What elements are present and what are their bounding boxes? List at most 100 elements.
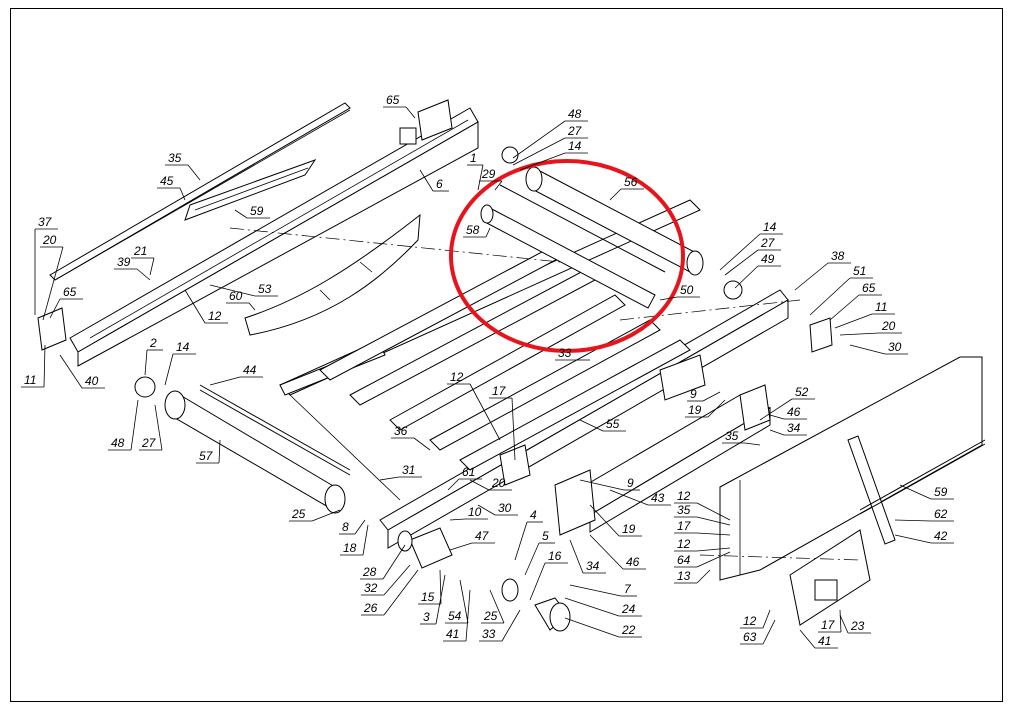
part-number-label: 11	[875, 300, 887, 314]
part-label: 20	[839, 319, 902, 336]
leader-line	[719, 233, 761, 271]
part-label: 12	[184, 289, 228, 324]
leader-line	[524, 542, 540, 576]
part-number-label: 39	[117, 255, 131, 269]
leader-line	[59, 354, 83, 389]
end-plate-right	[809, 317, 833, 353]
part-number-label: 16	[548, 549, 562, 563]
part-label: 12	[740, 609, 771, 629]
part-number-label: 44	[243, 363, 257, 377]
part-number-label: 25	[291, 507, 306, 521]
part-number-label: 12	[450, 370, 464, 384]
leader-line	[218, 439, 221, 464]
leader-line	[413, 437, 431, 451]
part-label: 25	[289, 507, 341, 522]
part-label: 14	[519, 139, 588, 171]
leader-line	[769, 429, 785, 436]
part-number-label: 19	[622, 522, 636, 536]
leader-line	[354, 519, 366, 535]
leader-line	[449, 518, 466, 521]
part-number-label: 45	[160, 174, 174, 188]
part-label: 27	[724, 236, 781, 276]
part-label: 40	[59, 354, 105, 389]
part-label: 41	[799, 629, 838, 649]
part-label: 55	[579, 417, 626, 432]
leader-line	[42, 246, 64, 321]
leader-line	[839, 609, 842, 633]
belt-section-60	[244, 213, 421, 336]
part-number-label: 35	[677, 503, 691, 517]
part-label: 8	[339, 519, 366, 535]
part-number-label: 36	[394, 424, 408, 438]
part-number-label: 26	[363, 601, 378, 615]
part-number-label: 5	[542, 529, 549, 543]
part-number-label: 8	[342, 520, 349, 534]
leader-line	[187, 164, 201, 181]
part-number-label: 42	[934, 529, 948, 543]
leader-line	[894, 534, 932, 544]
part-label: 35	[674, 503, 731, 526]
part-number-label: 34	[586, 559, 600, 573]
part-label: 30	[477, 501, 518, 516]
leader-line	[149, 257, 155, 276]
center-lines	[229, 227, 861, 561]
leader-line	[569, 539, 584, 574]
leader-line	[569, 584, 622, 597]
highlight-ellipse	[449, 159, 685, 353]
part-label: 50	[659, 283, 700, 301]
part-label: 35	[165, 151, 201, 181]
part-number-label: 34	[787, 421, 801, 435]
part-label: 32	[361, 564, 411, 596]
part-label: 1	[467, 151, 484, 191]
guide-plate-59	[184, 159, 317, 221]
leader-line	[209, 376, 241, 386]
end-plate-left	[37, 307, 67, 351]
leader-line	[435, 574, 446, 625]
cover-52	[719, 356, 983, 581]
bracket-17	[499, 444, 531, 486]
part-number-label: 4	[530, 508, 537, 522]
shaft-29	[499, 184, 666, 273]
part-label: 58	[463, 223, 491, 238]
part-number-label: 65	[63, 285, 77, 299]
part-label: 26	[361, 569, 419, 616]
leader-line	[382, 544, 406, 580]
part-label: 61	[447, 465, 482, 491]
part-label: 34	[569, 539, 606, 574]
bracket-6	[399, 127, 417, 145]
leader-line	[383, 564, 411, 596]
part-label: 57	[196, 439, 221, 464]
leader-line	[579, 479, 625, 491]
part-label: 17	[818, 609, 842, 633]
part-number-label: 1	[470, 151, 477, 165]
part-label: 9	[579, 476, 640, 491]
part-label: 46	[589, 534, 646, 570]
part-number-label: 12	[677, 489, 691, 503]
leader-line	[43, 344, 46, 388]
part-number-label: 28	[362, 565, 377, 579]
leader-line	[829, 294, 860, 321]
part-label: 44	[209, 363, 263, 386]
part-label: 11	[21, 344, 46, 388]
leader-line	[734, 265, 759, 289]
part-label: 56	[609, 175, 644, 201]
part-label: 20	[469, 476, 512, 491]
leader-line	[564, 617, 620, 638]
part-number-label: 27	[760, 236, 776, 250]
part-number-label: 21	[133, 244, 147, 258]
leader-line	[512, 137, 566, 166]
leader-line	[519, 152, 566, 171]
leader-line	[405, 106, 416, 119]
part-label: 37	[34, 215, 58, 315]
part-number-label: 48	[111, 436, 125, 450]
leader-line	[707, 399, 726, 418]
leader-line	[769, 414, 785, 420]
part-label: 29	[479, 167, 503, 191]
drawing-frame	[10, 8, 1003, 702]
part-number-label: 27	[141, 436, 157, 450]
part-label: 5	[524, 529, 555, 576]
sprocket-26	[397, 530, 413, 552]
leader-line	[512, 120, 566, 159]
part-label: 4	[514, 508, 543, 561]
